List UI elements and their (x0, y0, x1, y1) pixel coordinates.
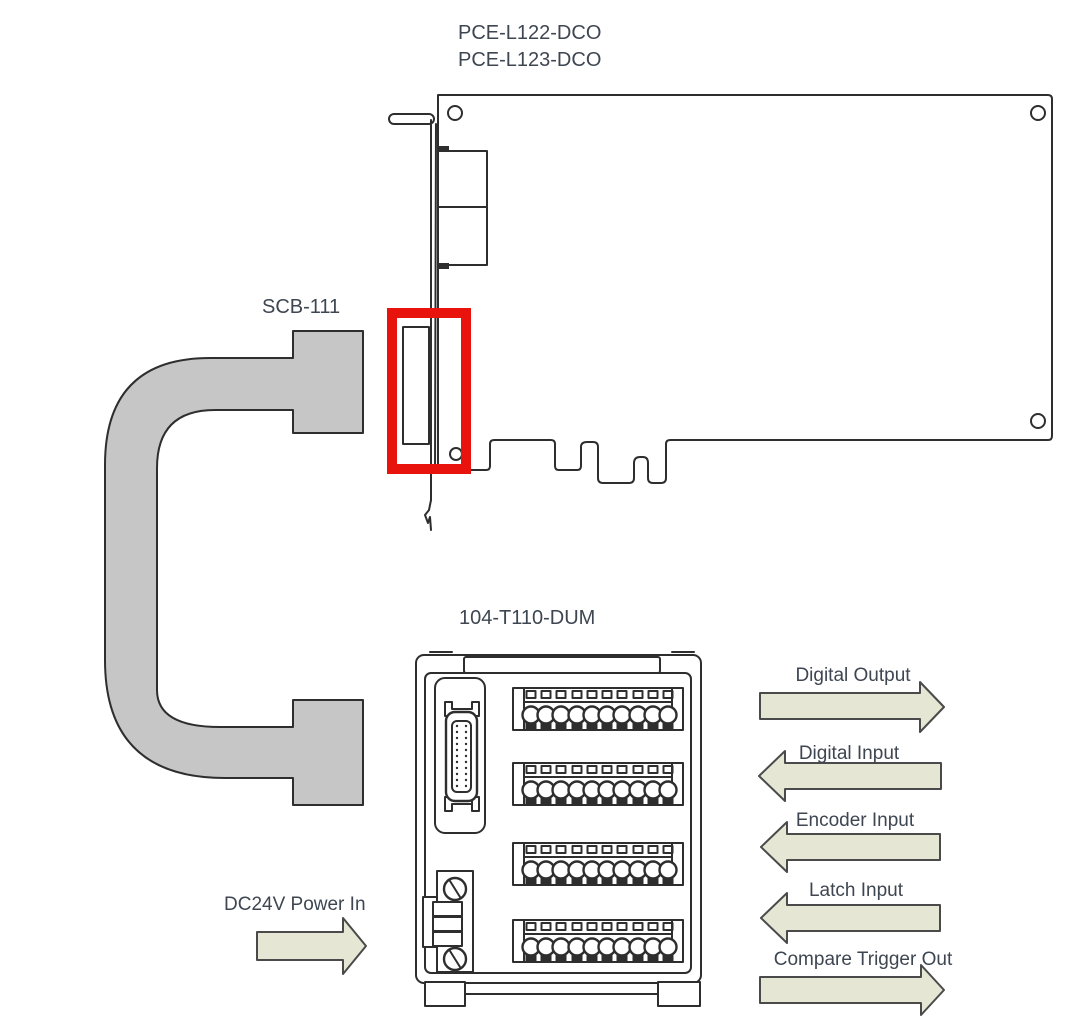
terminal-block-row (511, 841, 685, 887)
signal-label-compare-trigger-out: Compare Trigger Out (773, 949, 953, 970)
screw-hole (1030, 105, 1046, 121)
card-title-line2: PCE-L123-DCO (458, 49, 602, 71)
screw-hole (447, 105, 463, 121)
power-label: DC24V Power In (224, 894, 366, 915)
signal-label-digital-input: Digital Input (798, 743, 900, 764)
dc24v-power-arrow (256, 917, 367, 975)
red-highlight-box (387, 308, 471, 474)
bracket-connector-blocks (437, 146, 488, 269)
board-foot (657, 981, 701, 1007)
board-top-rail (463, 656, 661, 674)
scb-111-cable (104, 330, 364, 806)
terminal-block-row (511, 761, 685, 807)
pcie-card (387, 94, 1053, 531)
signal-label-encoder-input: Encoder Input (795, 810, 915, 831)
card-title-line1: PCE-L122-DCO (458, 22, 602, 44)
compare-trigger-out-arrow (759, 964, 945, 1016)
terminal-board (415, 651, 702, 1007)
cable-label: SCB-111 (262, 296, 341, 318)
board-label: 104-T110-DUM (459, 607, 596, 629)
board-foot (424, 981, 466, 1007)
mdr-connector (434, 677, 486, 834)
terminal-block-row (511, 686, 685, 732)
digital-input-arrow (758, 750, 942, 802)
power-connector (422, 870, 474, 973)
screw-hole (1030, 413, 1046, 429)
digital-output-arrow (759, 681, 945, 733)
scb-port-connector (402, 326, 430, 445)
encoder-input-arrow (760, 821, 941, 873)
screw-hole (449, 447, 463, 461)
latch-input-arrow (760, 892, 941, 944)
pcie-card-outline (437, 94, 1053, 484)
signal-label-digital-output: Digital Output (795, 665, 911, 686)
signal-label-latch-input: Latch Input (808, 880, 904, 901)
terminal-block-row (511, 918, 685, 964)
board-inner-face (424, 672, 692, 974)
